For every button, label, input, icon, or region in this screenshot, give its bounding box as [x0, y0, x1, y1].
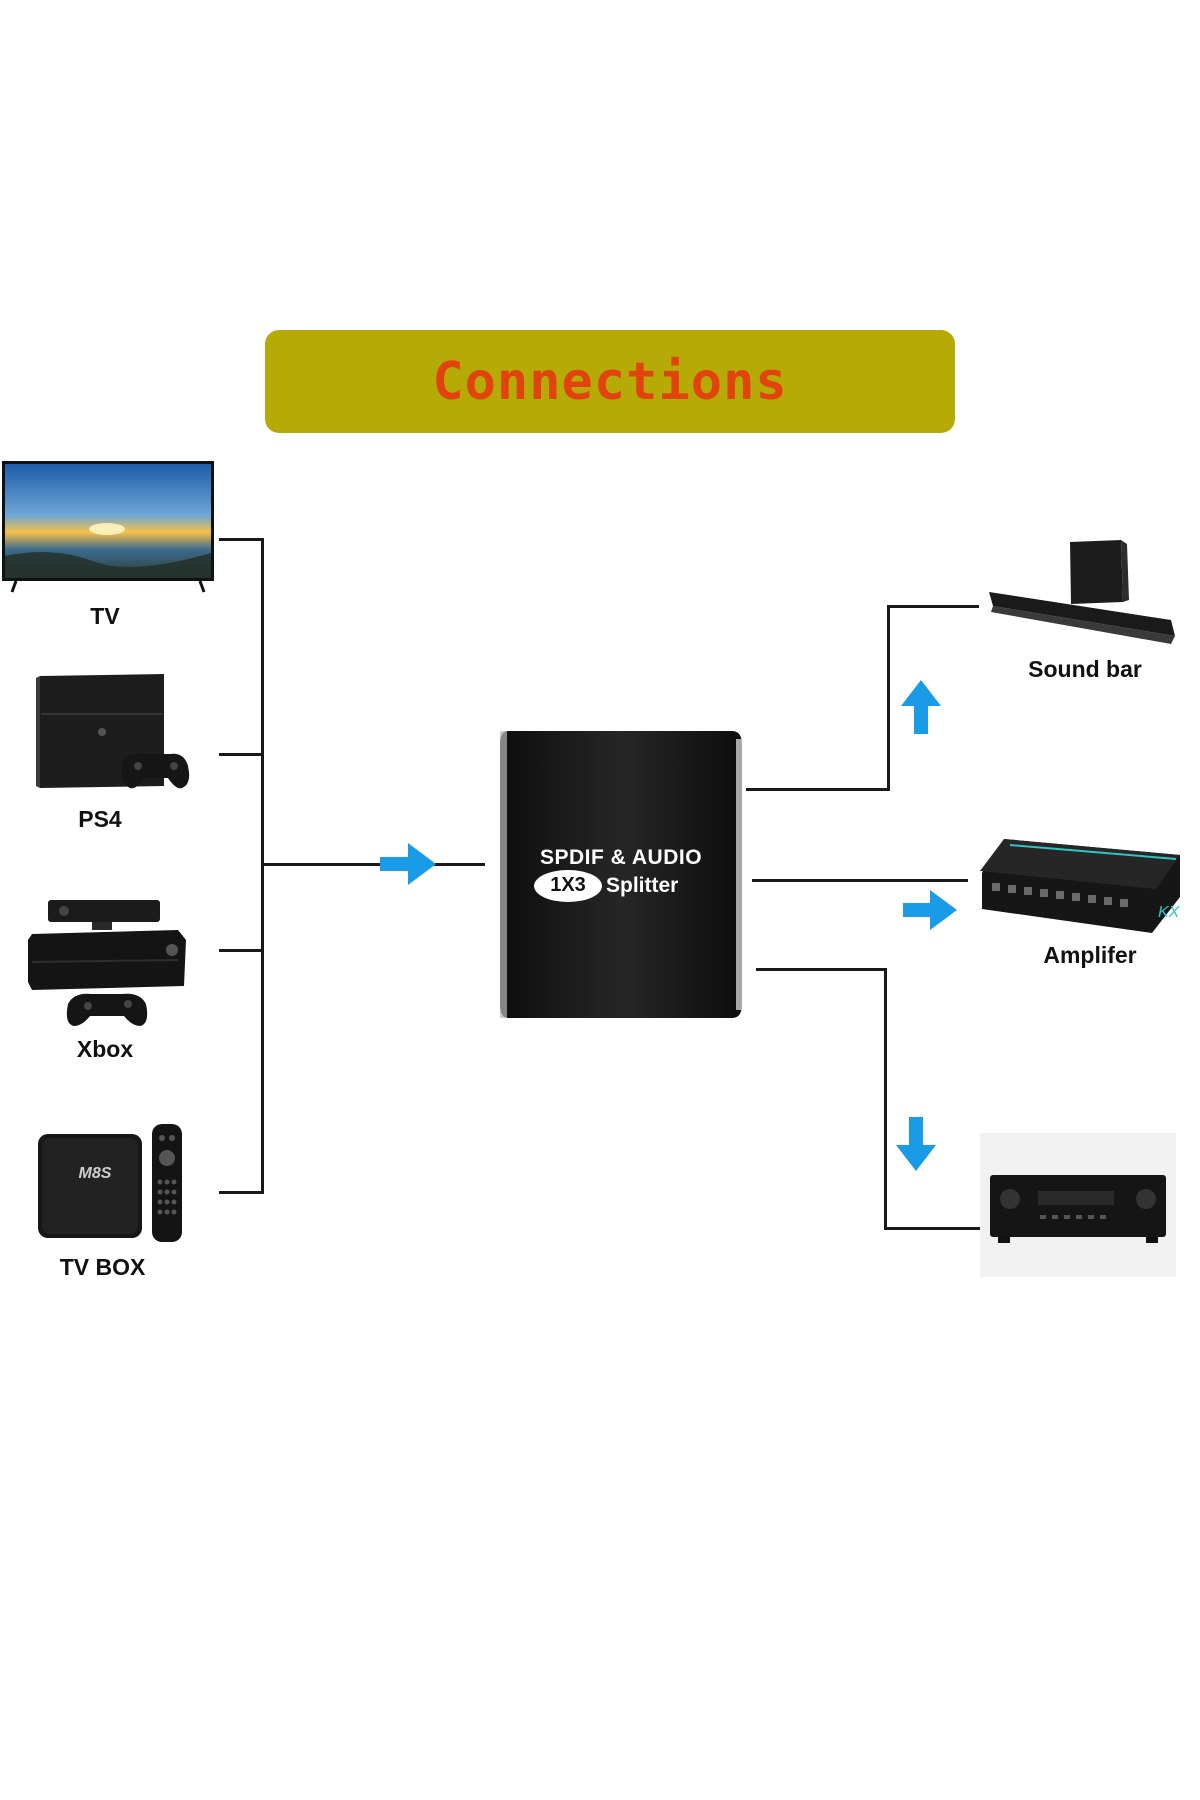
ps4-console-icon	[36, 674, 190, 789]
wire-out-2	[752, 879, 968, 882]
wire-xbox	[219, 949, 264, 952]
wire-tv	[219, 538, 264, 541]
output-label-amplifier: Amplifer	[1043, 942, 1137, 968]
xbox-console-icon	[28, 900, 186, 1026]
wire-out-3-h1	[756, 968, 887, 971]
arrow-down-icon	[896, 1117, 936, 1171]
diagram-title: Connections	[432, 351, 788, 412]
input-label-tv: TV	[90, 603, 120, 629]
wire-bus-to-splitter	[261, 863, 485, 866]
arrow-right-icon	[380, 843, 436, 885]
soundbar-icon	[989, 540, 1175, 644]
input-label-ps4: PS4	[78, 806, 122, 832]
wire-tvbox	[219, 1191, 264, 1194]
splitter-text-line1: SPDIF & AUDIO	[539, 846, 703, 869]
splitter-badge	[534, 870, 602, 902]
input-label-xbox: Xbox	[76, 1036, 134, 1062]
wire-ps4	[219, 753, 264, 756]
splitter-text-line2: Splitter	[606, 874, 679, 897]
tv-box-icon	[38, 1124, 182, 1242]
wire-out-3-h2	[884, 1227, 980, 1230]
title-banner: Connections	[265, 330, 955, 433]
output-label-soundbar: Sound bar	[1028, 656, 1142, 682]
arrow-right-icon	[903, 890, 957, 930]
wire-out-1-h2	[887, 605, 979, 608]
input-label-tvbox: TV BOX	[59, 1254, 146, 1280]
splitter-device	[500, 731, 742, 1018]
splitter-badge-text: 1X3	[550, 874, 586, 896]
av-receiver-icon	[990, 1175, 1166, 1243]
wire-out-1-v	[887, 605, 890, 791]
amplifier-icon: KX	[980, 839, 1181, 933]
tv-box-logo: M8S	[78, 1165, 112, 1182]
wire-out-3-v	[884, 968, 887, 1230]
svg-text:KX: KX	[1158, 904, 1181, 921]
arrow-up-icon	[901, 680, 941, 734]
tv-icon	[2, 461, 214, 593]
wire-out-1-h1	[746, 788, 889, 791]
